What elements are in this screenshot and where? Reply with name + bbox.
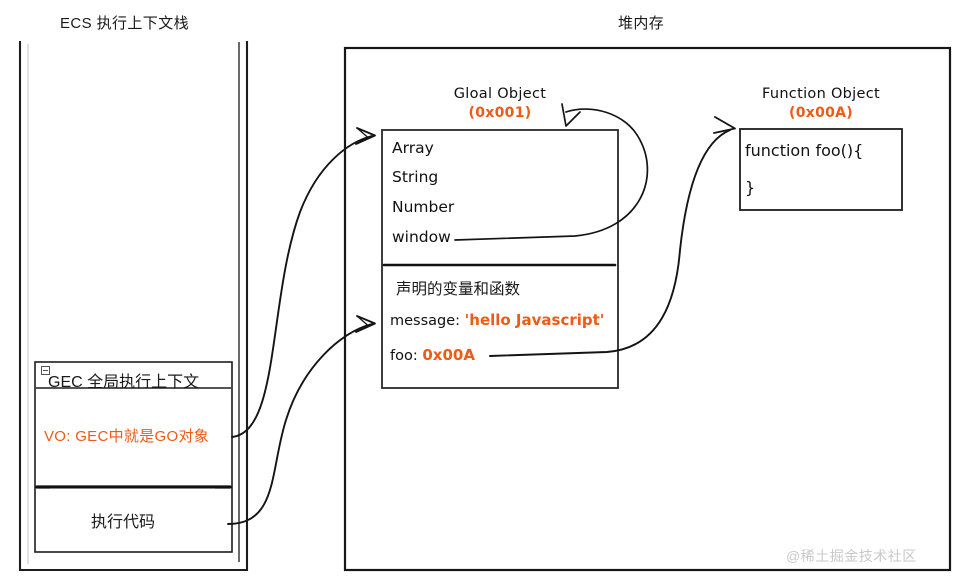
function-code-close: } — [745, 178, 756, 197]
arrow-code-to-global-object — [227, 315, 376, 525]
gec-execute-code-text: 执行代码 — [91, 514, 156, 531]
gec-title: GEC 全局执行上下文 — [48, 374, 200, 391]
global-entry-message-value: 'hello Javascript' — [464, 311, 605, 329]
global-prop-array: Array — [392, 139, 434, 157]
global-object-address: (0x001) — [468, 105, 532, 121]
global-entry-message-key: message: — [390, 313, 461, 329]
watermark: @稀土掘金技术社区 — [786, 548, 917, 564]
ecs-stack-title: ECS 执行上下文栈 — [60, 15, 190, 32]
heap-memory-title: 堆内存 — [618, 15, 665, 32]
declared-vars-section-header: 声明的变量和函数 — [396, 281, 521, 298]
minimize-icon[interactable] — [41, 366, 50, 375]
arrow-vo-to-global-object — [231, 127, 376, 438]
function-code-open: function foo(){ — [745, 141, 864, 160]
global-entry-message: message: 'hello Javascript' — [390, 311, 604, 329]
ecs-stack-container — [18, 40, 249, 572]
heap-memory-container — [343, 46, 952, 572]
gec-vo-text: VO: GEC中就是GO对象 — [44, 428, 210, 445]
function-object-address: (0x00A) — [789, 105, 853, 121]
global-entry-foo-key: foo: — [390, 348, 418, 364]
global-entry-foo: foo: 0x00A — [390, 346, 475, 364]
global-object-title: Gloal Object — [453, 86, 547, 102]
global-entry-foo-value: 0x00A — [422, 346, 475, 364]
global-prop-number: Number — [392, 198, 455, 216]
arrow-window-self-reference — [454, 103, 649, 241]
function-object-title: Function Object — [761, 86, 880, 102]
global-prop-string: String — [392, 168, 439, 186]
global-prop-window: window — [392, 228, 451, 246]
